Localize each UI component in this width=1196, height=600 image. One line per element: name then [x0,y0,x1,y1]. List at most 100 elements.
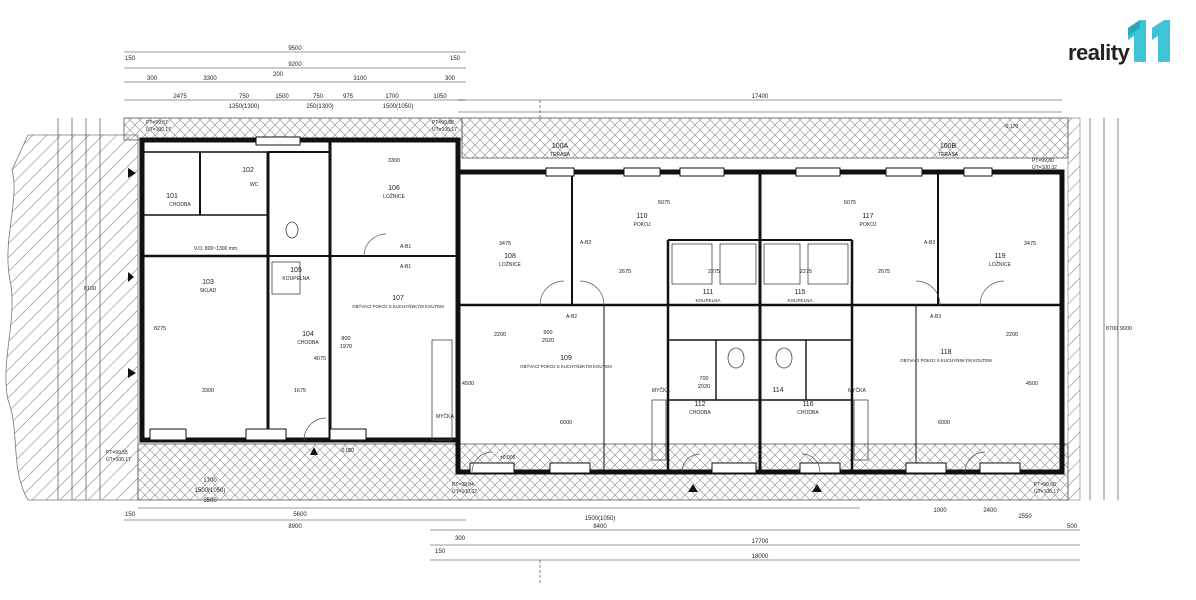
room-103-name: SKLAD [200,288,217,294]
dim-label: 2675 [619,269,631,275]
dim-label: 975 [343,94,354,100]
room-119-name: LOŽNICE [989,260,1011,268]
room-117-num: 117 [862,213,873,220]
dim-label: 2400 [983,508,997,514]
dim-label: 3300 [203,76,217,82]
dim-label: 1700 [203,478,217,484]
room-112-name: CHODBA [689,410,711,416]
bottom-dimension-labels: 1700 1500(1050) 3500 5600 150 8900 2550 … [125,478,1078,560]
room-116-name: CHODBA [797,410,819,416]
dim-label: 5075 [844,200,856,206]
dim-label: 150 [450,56,461,62]
door-swings [303,233,1005,473]
dim-label: 500 [1067,524,1078,530]
room-100a-name: TERASA [550,152,571,158]
level-label: -0,020 [340,448,354,454]
level-label: PT=99,57 [146,120,168,126]
dim-label: 5075 [658,200,670,206]
dim-label: 1050 [433,94,447,100]
logo-wordmark: reality [1068,40,1130,65]
dim-label: 8275 [154,326,166,332]
dim-label: 2475 [173,94,187,100]
dim-label: 2675 [878,269,890,275]
dim-label: 3300 [388,158,400,164]
dim-label: 1675 [294,388,306,394]
top-dimension-labels: 9500 150 9200 150 300 3300 200 3100 300 … [125,46,769,110]
dim-label: 1500 [275,94,289,100]
dim-label: 6000 [560,420,572,426]
dim-label: 4500 [1026,381,1038,387]
level-label: ÚT=100,32 [1032,164,1057,171]
room-107-name: OBÝVACÍ POKOJ S KUCHYŇSKÝM KOUTEM [352,304,444,309]
door-tag: A-B2 [580,240,591,246]
window-note: V.O. 800~1300 mm [194,246,237,252]
room-111-name: KOUPELNA [695,298,721,303]
room-101-num: 101 [166,193,178,200]
dim-label: 1500(1050) [585,516,616,522]
level-label: ÚT=100,17 [432,126,457,133]
room-115-name: KOUPELNA [787,298,813,303]
dimension-lines [57,51,1119,585]
dim-label: 300 [445,76,456,82]
room-104-num: 104 [302,331,314,338]
room-119-num: 119 [994,253,1005,260]
room-106-num: 106 [388,185,400,192]
room-118-num: 118 [940,349,951,356]
terrain-right [1067,117,1081,501]
entrance-arrows [128,168,822,492]
dim-label: 150 [125,56,136,62]
dim-label: 1700 [385,94,399,100]
level-label: PT=99,84 [452,482,474,488]
door-tag: A-B1 [400,244,411,250]
dim-label: 700 [699,376,708,382]
wc-mark: WC [250,182,259,188]
door-tag: A-B3 [924,240,935,246]
room-108-name: LOŽNICE [499,260,521,268]
dim-label: 3100 [353,76,367,82]
level-label: -0,170 [1004,124,1018,130]
dim-label: 2275 [800,269,812,275]
room-105-num: 105 [290,267,302,274]
dim-label: 3475 [1024,241,1036,247]
dim-label: 17400 [752,94,769,100]
room-103-num: 103 [202,279,214,286]
room-100b-name: TERASA [938,152,959,158]
dishwasher-mark: MYČKA [436,413,454,420]
room-100a-num: 100A [552,143,569,150]
interior-dimension-labels: 3300 5075 5075 2275 2275 3475 3475 2675 … [84,158,1132,426]
room-109-name: OBÝVACÍ POKOJ S KUCHYŇSKÝM KOUTEM [520,364,612,369]
room-labels: 101 CHODBA 102 103 SKLAD 104 CHODBA 105 … [166,143,1011,416]
annotations: V.O. 800~1300 mm A-B1 A-B1 A-B2 A-B2 A-B… [194,182,941,420]
paving-top [461,117,1069,159]
level-label: ÚT=100,17 [1034,488,1059,495]
dim-label: 800 [341,336,350,342]
dim-label: 3500 [203,498,217,504]
dim-label: 2275 [708,269,720,275]
level-label: ÚT=100,17 [106,456,131,463]
room-110-name: POKOJ [634,222,651,228]
dim-label: 300 [147,76,158,82]
level-markers: PT=99,57 ÚT=100,17 PT=99,88 ÚT=100,17 PT… [106,120,1059,495]
dishwasher-mark: MYČKA [848,387,866,394]
level-label: PT=99,60 [1034,482,1056,488]
dim-label: 750 [239,94,250,100]
dim-label: 2020 [542,338,554,344]
room-117-name: POKOJ [860,222,877,228]
room-115-num: 115 [794,289,805,296]
room-100b-num: 100B [940,143,957,150]
dim-label: 3475 [499,241,511,247]
right-building-walls [455,169,1065,475]
dim-label: 1500(1050) [195,488,226,494]
dim-label: 2200 [494,332,506,338]
logo-eleven-icon [1128,20,1170,62]
dim-label: 8900 [288,524,302,530]
dim-label: 9000 [1120,326,1132,332]
dim-label: 200 [273,72,284,78]
level-label: PT=99,55 [106,450,128,456]
dim-label: 8400 [593,524,607,530]
dim-label: 750 [313,94,324,100]
room-101-name: CHODBA [169,202,191,208]
door-tag: A-B3 [930,314,941,320]
dim-label: 2020 [698,384,710,390]
dim-label: 150 [435,549,446,555]
